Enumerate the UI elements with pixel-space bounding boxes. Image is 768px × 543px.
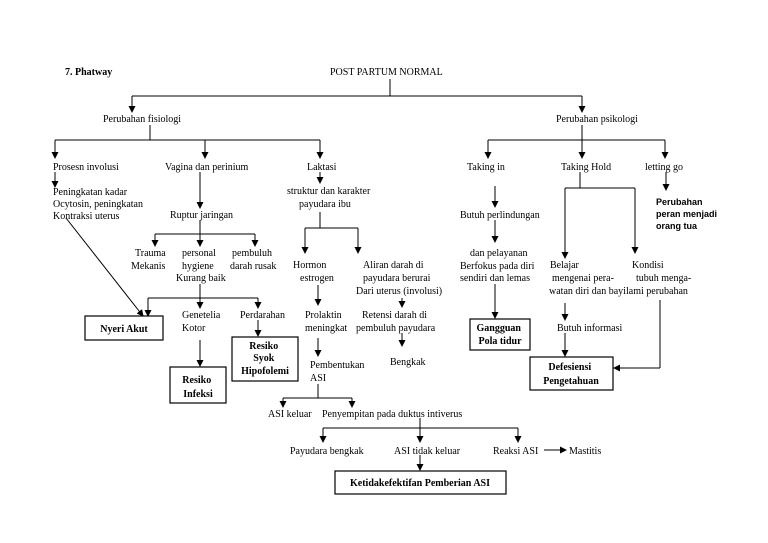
personal-node: personal hygiene Kurang baik (176, 248, 226, 284)
pelayanan-node: dan pelayanan Berfokus pada diri sendiri… (460, 248, 537, 284)
taking-in-title: Taking in (467, 162, 505, 173)
svg-text:Defesiensi Pengetahuan: Defesiensi Pengetahuan (543, 362, 599, 387)
diagnosis-ketidakefektifan-asi: Ketidakefektifan Pemberian ASI (334, 470, 507, 495)
belajar-node: Belajar mengenai pera- watan diri dan ba… (549, 260, 626, 297)
kondisi-node: Kondisi tubuh menga- lami perubahan (626, 260, 694, 297)
letting-go-title: letting go (645, 162, 683, 173)
diagnosis-nyeri-akut: Nyeri Akut (84, 315, 164, 341)
involusi-detail: Peningkatan kadar Ocytosin, peningkatan … (53, 187, 145, 222)
vagina-title: Vagina dan perinium (165, 162, 249, 173)
laktasi-title: Laktasi (307, 162, 337, 173)
svg-text:Gangguan Pola tidur: Gangguan Pola tidur (477, 323, 524, 347)
asi-keluar-node: ASI keluar (268, 409, 312, 420)
diagnosis-gangguan-pola-tidur: Gangguan Pola tidur (469, 318, 531, 351)
svg-text:Nyeri Akut: Nyeri Akut (100, 324, 148, 335)
fisiologi-title: Perubahan fisiologi (103, 114, 181, 125)
prolaktin-node: Prolaktin meningkat (305, 310, 347, 334)
mastitis-node: Mastitis (569, 446, 601, 457)
genetalia-node: Genetelia Kotor (182, 310, 223, 334)
diagnosis-resiko-syok: Resiko Syok Hipofolemi (231, 336, 299, 382)
section-title: 7. Phatway (65, 67, 112, 78)
pembuluh-node: pembuluh darah rusak (230, 248, 276, 272)
svg-text:Resiko Syok Hipofo: Resiko Syok Hipofolemi (241, 341, 289, 377)
diagnosis-resiko-infeksi: Resiko Infeksi (169, 366, 227, 404)
penyempitan-node: Penyempitan pada duktus intiverus (322, 409, 462, 420)
rupture-node: Ruptur jaringan (170, 210, 233, 221)
involusi-title: Prosesn involusi (53, 162, 119, 173)
butuh-perlindungan-node: Butuh perlindungan (460, 210, 540, 221)
diagnosis-defesiensi-pengetahuan: Defesiensi Pengetahuan (529, 356, 614, 391)
struktur-node: struktur dan karakter payudara ibu (287, 186, 373, 210)
svg-text:Ketidakefektifan Pemberian ASI: Ketidakefektifan Pemberian ASI (350, 478, 490, 489)
asi-tidak-keluar-node: ASI tidak keluar (394, 446, 461, 457)
perdarahan-node: Perdarahan (240, 310, 285, 321)
pembentukan-node: Pembentukan ASI (310, 360, 367, 384)
butuh-informasi-node: Butuh informasi (557, 323, 622, 334)
hormon-node: Hormon estrogen (293, 260, 334, 284)
root-node: POST PARTUM NORMAL (330, 67, 443, 78)
trauma-node: Trauma Mekanis (131, 248, 168, 272)
bengkak-node: Bengkak (390, 357, 426, 368)
taking-hold-title: Taking Hold (561, 162, 611, 173)
aliran-node: Aliran darah di payudara berurai Dari ut… (356, 260, 442, 297)
connector-lines (51, 79, 670, 471)
retensi-node: Retensi darah di pembuluh payudara (356, 310, 436, 334)
svg-text:Resiko Infeksi: Resiko Infeksi (182, 375, 213, 400)
reaksi-asi-node: Reaksi ASI (493, 446, 538, 457)
perubahan-peran-node: Perubahan peran menjadi orang tua (656, 197, 720, 231)
psikologi-title: Perubahan psikologi (556, 114, 638, 125)
payudara-bengkak-node: Payudara bengkak (290, 446, 364, 457)
